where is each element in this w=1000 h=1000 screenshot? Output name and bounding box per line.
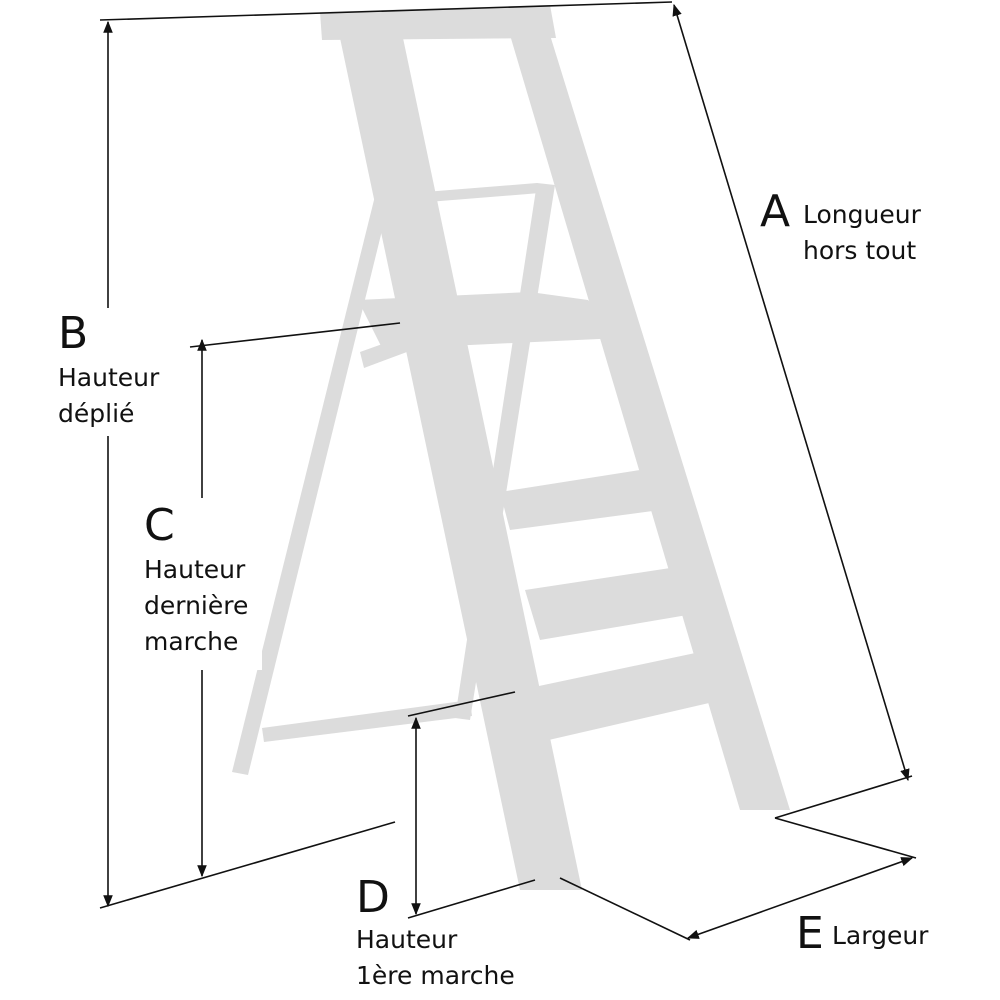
ladder-top-cap xyxy=(320,5,556,40)
label-e-caption: Largeur xyxy=(832,918,928,954)
label-d-letter: D xyxy=(356,872,390,923)
label-c-letter: C xyxy=(144,500,175,551)
ladder-rear-cross-bar xyxy=(262,700,472,742)
label-a-line-2: hors tout xyxy=(803,236,917,265)
label-b-caption: Hauteur déplié xyxy=(58,360,159,432)
label-b-letter: B xyxy=(58,308,89,359)
a-bottom-reference-line xyxy=(774,775,913,819)
label-b-line-1: Hauteur xyxy=(58,363,160,392)
ladder-step-3 xyxy=(500,470,660,530)
label-d-line-1: Hauteur xyxy=(356,925,458,954)
label-e-letter: E xyxy=(796,908,824,959)
label-e-line-1: Largeur xyxy=(832,921,929,950)
label-a-caption: Longueur hors tout xyxy=(803,197,921,269)
label-c-line-2: dernière xyxy=(144,591,249,620)
ladder-illustration xyxy=(232,5,790,890)
ladder-top-step xyxy=(358,292,620,348)
label-c-mask xyxy=(140,498,262,670)
label-d-mask xyxy=(352,872,408,916)
dimension-a-arrow xyxy=(672,3,910,782)
first-step-reference-line xyxy=(407,691,516,717)
label-c-line-3: marche xyxy=(144,627,239,656)
dimension-e-arrow xyxy=(686,857,914,939)
ladder-step-1 xyxy=(520,652,722,742)
label-b-line-2: déplié xyxy=(58,399,135,428)
label-a-line-1: Longueur xyxy=(803,200,921,229)
label-a-letter: A xyxy=(760,186,791,237)
label-d-line-2: 1ère marche xyxy=(356,961,515,990)
label-b-mask xyxy=(52,308,176,436)
ladder-front-rail-left xyxy=(340,38,582,890)
top-reference-line xyxy=(99,1,673,21)
foot-reference-line xyxy=(407,879,536,919)
e-front-reference-line xyxy=(559,877,691,941)
ladder-rear-upright-left xyxy=(232,196,390,775)
label-c-line-1: Hauteur xyxy=(144,555,246,584)
label-c-caption: Hauteur dernière marche xyxy=(144,552,248,660)
top-step-reference-line xyxy=(189,322,401,348)
ladder-step-2 xyxy=(525,565,705,640)
e-rear-reference-line xyxy=(774,817,917,859)
floor-reference-line xyxy=(99,821,396,909)
label-d-caption: Hauteur 1ère marche xyxy=(356,922,515,994)
